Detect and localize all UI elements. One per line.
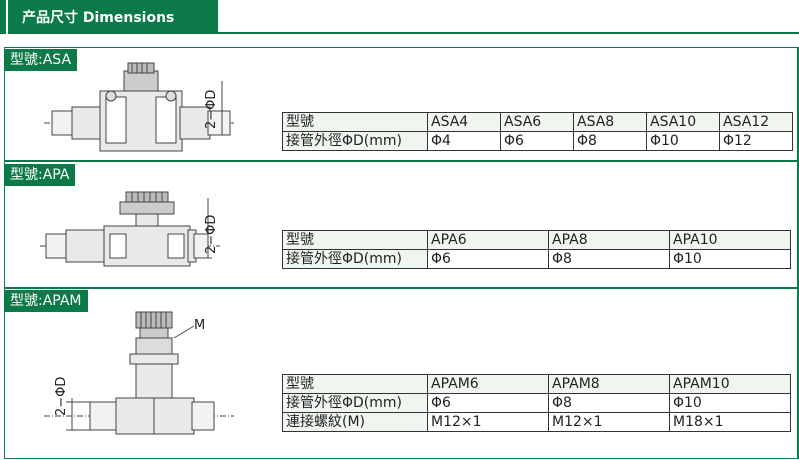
table-cell: ASA4 [427, 112, 501, 132]
table-cell: Φ10 [669, 249, 791, 269]
asa-spec-table: 型號 ASA4 ASA6 ASA8 ASA10 ASA12 接管外徑ΦD(mm)… [282, 112, 793, 151]
table-cell: Φ8 [573, 131, 647, 151]
table-row: 型號 ASA4 ASA6 ASA8 ASA10 ASA12 [282, 112, 793, 132]
table-cell: ASA8 [573, 112, 647, 132]
apa-spec-table: 型號 APA6 APA8 APA10 接管外徑ΦD(mm) Φ6 Φ8 Φ10 [282, 230, 791, 269]
header-rule [8, 32, 799, 34]
table-cell: Φ6 [427, 393, 549, 413]
table-row: 型號 APAM6 APAM8 APAM10 [282, 374, 791, 394]
table-row: 連接螺紋(M) M12×1 M12×1 M18×1 [282, 412, 791, 432]
table-cell: Φ12 [719, 131, 793, 151]
row-header: 接管外徑ΦD(mm) [282, 249, 428, 269]
table-cell: ASA10 [646, 112, 720, 132]
section-apa: 型號:APA 2−ΦD 型號 APA6 APA8 APA10 [4, 164, 799, 289]
row-header: 連接螺紋(M) [282, 412, 428, 432]
row-header: 接管外徑ΦD(mm) [282, 131, 428, 151]
table-cell: APA8 [548, 230, 670, 250]
content-frame [4, 47, 799, 459]
table-cell: M12×1 [427, 412, 549, 432]
table-cell: APA6 [427, 230, 549, 250]
table-row: 接管外徑ΦD(mm) Φ6 Φ8 Φ10 [282, 249, 791, 269]
dimension-label: 2−ΦD [54, 376, 69, 416]
table-cell: Φ8 [548, 393, 670, 413]
table-row: 接管外徑ΦD(mm) Φ6 Φ8 Φ10 [282, 393, 791, 413]
section-label: 型號:ASA [4, 49, 78, 71]
table-cell: M18×1 [669, 412, 791, 432]
apa-drawing [40, 191, 220, 267]
table-cell: APAM10 [669, 374, 791, 394]
table-cell: Φ6 [500, 131, 574, 151]
header-bar [8, 0, 218, 34]
section-apam: 型號:APAM M 2−ΦD 型號 APAM6 APAM8 APAM10 [4, 290, 799, 458]
section-label: 型號:APA [4, 164, 76, 186]
table-cell: APAM8 [548, 374, 670, 394]
row-header: 型號 [282, 374, 428, 394]
table-row: 接管外徑ΦD(mm) Φ4 Φ6 Φ8 Φ10 Φ12 [282, 131, 793, 151]
table-cell: Φ10 [646, 131, 720, 151]
table-cell: ASA12 [719, 112, 793, 132]
apam-spec-table: 型號 APAM6 APAM8 APAM10 接管外徑ΦD(mm) Φ6 Φ8 Φ… [282, 374, 791, 432]
dimension-label: 2−ΦD [204, 89, 219, 129]
table-cell: APAM6 [427, 374, 549, 394]
page-header: 产品尺寸 Dimensions [0, 0, 799, 38]
section-divider [4, 160, 799, 162]
apam-drawing [44, 311, 234, 435]
section-label: 型號:APAM [4, 290, 88, 312]
table-cell: Φ6 [427, 249, 549, 269]
row-header: 接管外徑ΦD(mm) [282, 393, 428, 413]
table-cell: M12×1 [548, 412, 670, 432]
asa-drawing [44, 62, 234, 152]
row-header: 型號 [282, 112, 428, 132]
section-divider [4, 287, 799, 289]
table-cell: Φ8 [548, 249, 670, 269]
section-asa: 型號:ASA 2−ΦD [4, 49, 799, 162]
thread-label: M [194, 318, 206, 333]
page-title: 产品尺寸 Dimensions [22, 10, 175, 26]
dimension-label: 2−ΦD [204, 214, 219, 254]
table-cell: Φ4 [427, 131, 501, 151]
table-row: 型號 APA6 APA8 APA10 [282, 230, 791, 250]
table-cell: Φ10 [669, 393, 791, 413]
row-header: 型號 [282, 230, 428, 250]
table-cell: APA10 [669, 230, 791, 250]
table-cell: ASA6 [500, 112, 574, 132]
header-tab-marker [0, 0, 6, 34]
